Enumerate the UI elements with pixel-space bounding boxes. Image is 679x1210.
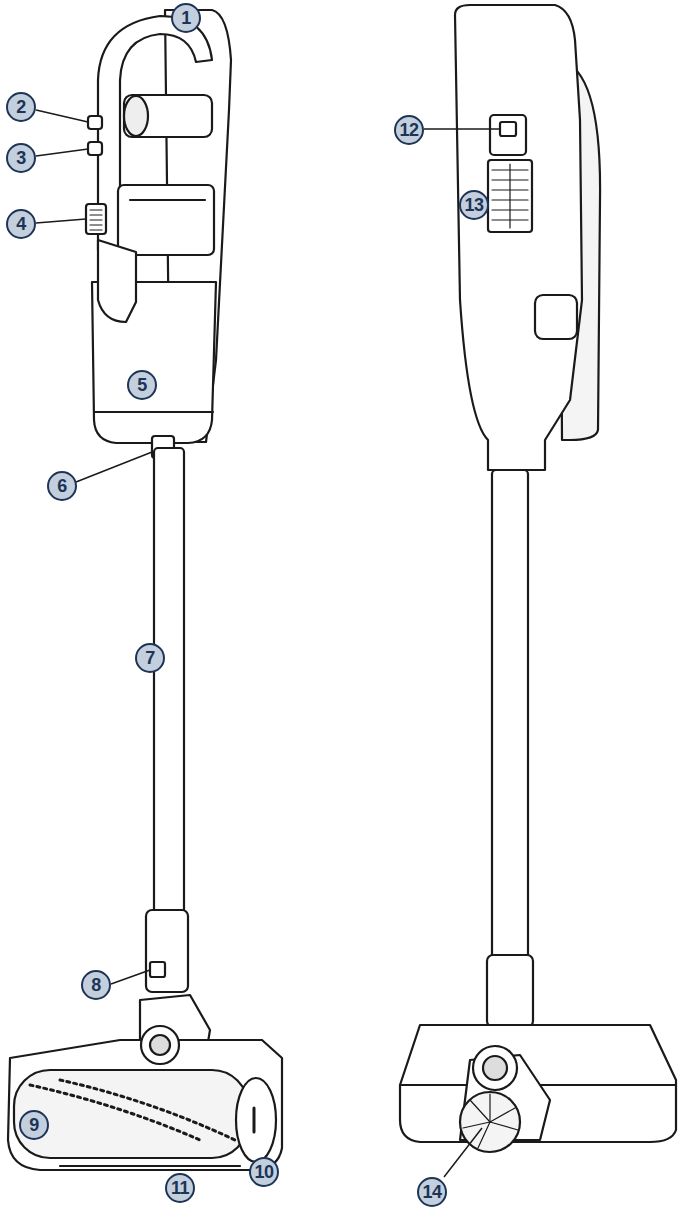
callout-circle: 12 bbox=[394, 115, 424, 145]
callout-number: 12 bbox=[399, 121, 418, 139]
callout-circle: 1 bbox=[171, 3, 201, 33]
callout-circle: 10 bbox=[249, 1157, 279, 1187]
callout-number: 13 bbox=[464, 196, 483, 214]
callout-number: 2 bbox=[16, 98, 26, 116]
callout-circle: 5 bbox=[127, 370, 157, 400]
callout-number: 10 bbox=[254, 1163, 273, 1181]
leader-lines bbox=[36, 110, 500, 1177]
callout-number: 9 bbox=[29, 1116, 39, 1134]
callout-number: 3 bbox=[16, 149, 26, 167]
callout-number: 1 bbox=[181, 9, 191, 27]
callout-circle: 13 bbox=[459, 190, 489, 220]
callout-circle: 4 bbox=[6, 209, 36, 239]
callout-number: 4 bbox=[16, 215, 26, 233]
callout-circle: 11 bbox=[165, 1173, 195, 1203]
callout-circle: 9 bbox=[19, 1110, 49, 1140]
callout-circle: 3 bbox=[6, 143, 36, 173]
callout-circle: 2 bbox=[6, 92, 36, 122]
callout-number: 6 bbox=[57, 477, 67, 495]
callout-number: 7 bbox=[145, 649, 155, 667]
callout-circle: 6 bbox=[47, 471, 77, 501]
callout-circle: 14 bbox=[417, 1177, 447, 1207]
callout-number: 14 bbox=[422, 1183, 441, 1201]
callout-number: 8 bbox=[91, 976, 101, 994]
callout-number: 11 bbox=[171, 1179, 189, 1197]
callout-circle: 8 bbox=[81, 970, 111, 1000]
callout-circle: 7 bbox=[135, 643, 165, 673]
callout-number: 5 bbox=[137, 376, 147, 394]
